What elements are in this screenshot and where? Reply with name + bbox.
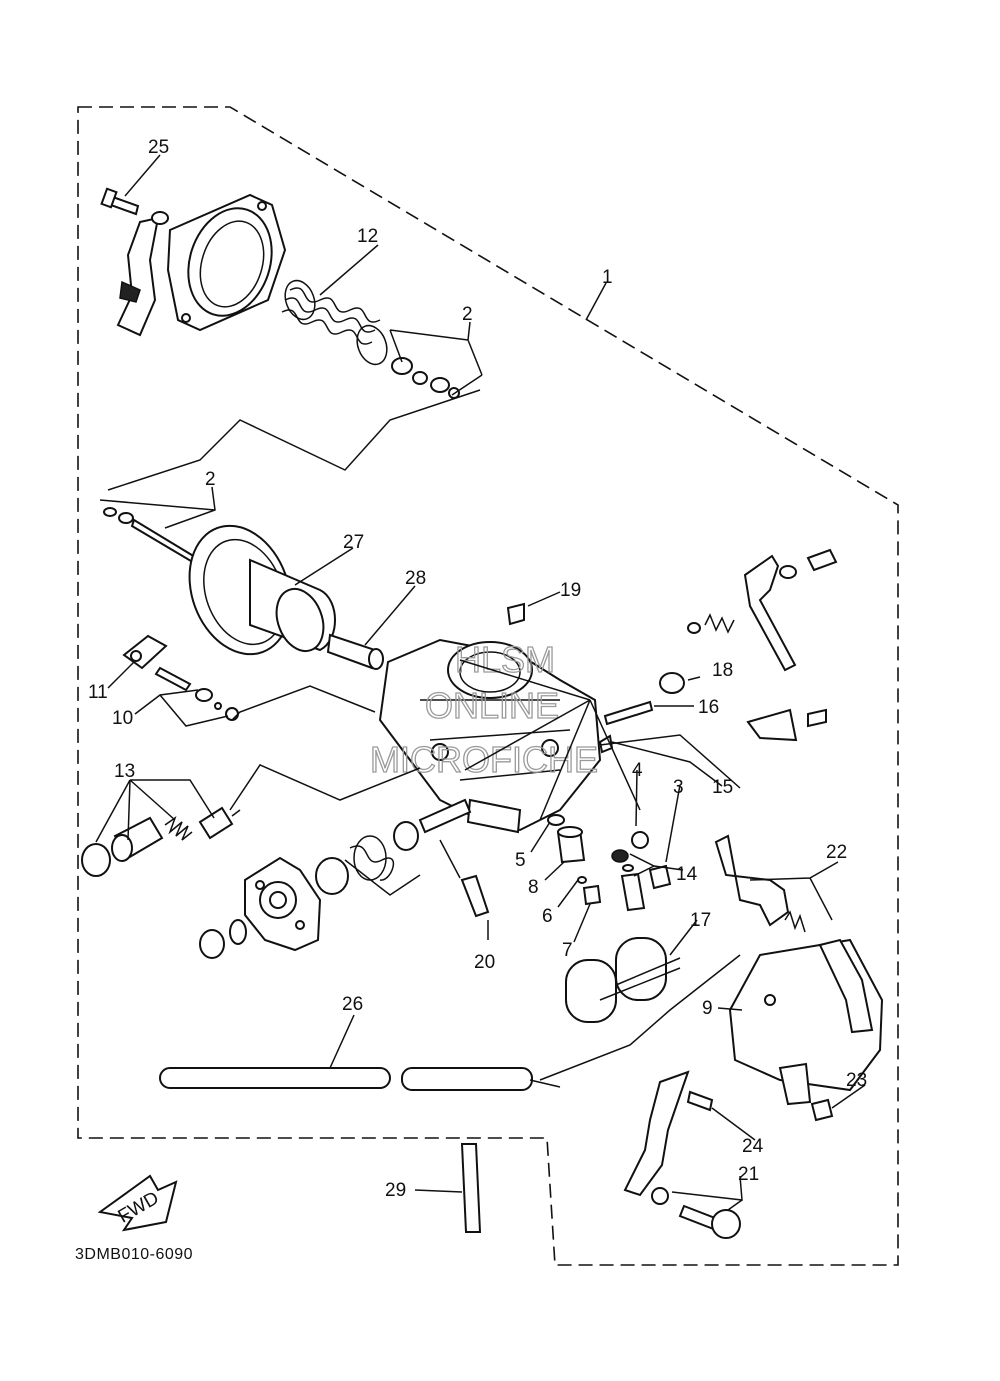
callout-22: 22 bbox=[826, 842, 847, 863]
part-18-cap[interactable] bbox=[659, 672, 685, 694]
jet-needle-2[interactable] bbox=[103, 507, 202, 566]
callout-2-upper: 2 bbox=[462, 304, 473, 325]
part-16-pin[interactable] bbox=[603, 700, 654, 726]
lever-lower[interactable] bbox=[623, 1070, 690, 1197]
part-7-main-jet[interactable] bbox=[582, 884, 602, 906]
top-cover-bracket[interactable] bbox=[116, 216, 160, 337]
part-19-plug[interactable] bbox=[506, 602, 525, 626]
throttle-pulley-bracket[interactable] bbox=[244, 856, 322, 952]
callout-1: 1 bbox=[602, 267, 613, 288]
callout-2-lower: 2 bbox=[205, 469, 216, 490]
callout-19: 19 bbox=[560, 580, 581, 601]
assembly-boundary bbox=[77, 106, 899, 1266]
callout-14: 14 bbox=[676, 864, 698, 885]
callout-29: 29 bbox=[385, 1180, 406, 1201]
piston-valve-diaphragm-27[interactable] bbox=[172, 512, 336, 669]
callout-labels: 25 12 2 1 2 27 28 19 11 10 13 18 16 4 3 … bbox=[88, 137, 867, 1201]
callout-21: 21 bbox=[738, 1164, 759, 1185]
callout-10: 10 bbox=[112, 708, 133, 729]
callout-9: 9 bbox=[702, 998, 713, 1019]
screw-24[interactable] bbox=[686, 1090, 714, 1112]
needle-holder-2[interactable] bbox=[391, 357, 460, 399]
screw-23[interactable] bbox=[810, 1098, 834, 1122]
throttle-shaft[interactable] bbox=[418, 798, 472, 834]
drain-screw-22[interactable] bbox=[714, 834, 806, 933]
part-8-needle-jet[interactable] bbox=[556, 826, 586, 864]
starter-plunger-13[interactable] bbox=[81, 806, 241, 877]
callout-7: 7 bbox=[562, 940, 573, 961]
callout-23: 23 bbox=[846, 1070, 867, 1091]
callout-26: 26 bbox=[342, 994, 363, 1015]
strap-29[interactable] bbox=[460, 1143, 482, 1233]
screw-25[interactable] bbox=[100, 187, 140, 216]
callout-12: 12 bbox=[357, 226, 378, 247]
watermark-line-2: ONLINE bbox=[425, 685, 559, 726]
idle-screw-21[interactable] bbox=[651, 1187, 741, 1239]
callout-27: 27 bbox=[343, 532, 364, 553]
callout-25: 25 bbox=[148, 137, 169, 158]
part-4-washer[interactable] bbox=[631, 831, 649, 849]
throttle-lever-upper[interactable] bbox=[687, 548, 838, 672]
spring-12[interactable] bbox=[280, 276, 392, 368]
part-6-oring[interactable] bbox=[577, 876, 587, 884]
circlip[interactable] bbox=[229, 919, 247, 945]
throttle-spring[interactable] bbox=[315, 821, 419, 895]
callout-17: 17 bbox=[690, 910, 711, 931]
callout-11: 11 bbox=[88, 682, 108, 703]
callout-20: 20 bbox=[474, 952, 495, 973]
float-chamber-9[interactable] bbox=[728, 938, 884, 1106]
part-20-jet[interactable] bbox=[460, 874, 490, 918]
hose-26[interactable] bbox=[159, 1067, 533, 1091]
nut[interactable] bbox=[199, 929, 225, 959]
washer-25[interactable] bbox=[151, 211, 169, 225]
callout-28: 28 bbox=[405, 568, 426, 589]
callout-5: 5 bbox=[515, 850, 526, 871]
float-17[interactable] bbox=[565, 937, 681, 1023]
plate-11[interactable] bbox=[122, 634, 168, 670]
diagram-code: 3DMB010-6090 bbox=[75, 1246, 193, 1263]
part-3-screw[interactable] bbox=[648, 864, 672, 890]
fwd-arrow-icon: FWD bbox=[97, 1174, 178, 1232]
callout-24: 24 bbox=[742, 1136, 764, 1157]
callout-18: 18 bbox=[712, 660, 733, 681]
part-14-float-valve[interactable] bbox=[611, 849, 646, 912]
callout-6: 6 bbox=[542, 906, 553, 927]
callout-3: 3 bbox=[673, 777, 684, 798]
carburetor-body[interactable] bbox=[378, 638, 602, 834]
leader-lines bbox=[95, 154, 866, 1211]
callout-8: 8 bbox=[528, 877, 539, 898]
callout-4: 4 bbox=[632, 760, 643, 781]
part-5-washer[interactable] bbox=[547, 814, 565, 826]
callout-16: 16 bbox=[698, 697, 719, 718]
lever-bracket-right[interactable] bbox=[746, 708, 827, 742]
needle-jet-28[interactable] bbox=[326, 633, 384, 670]
callout-13: 13 bbox=[114, 761, 135, 782]
carburetor-top-cover[interactable] bbox=[166, 193, 287, 332]
callout-15: 15 bbox=[712, 777, 733, 798]
